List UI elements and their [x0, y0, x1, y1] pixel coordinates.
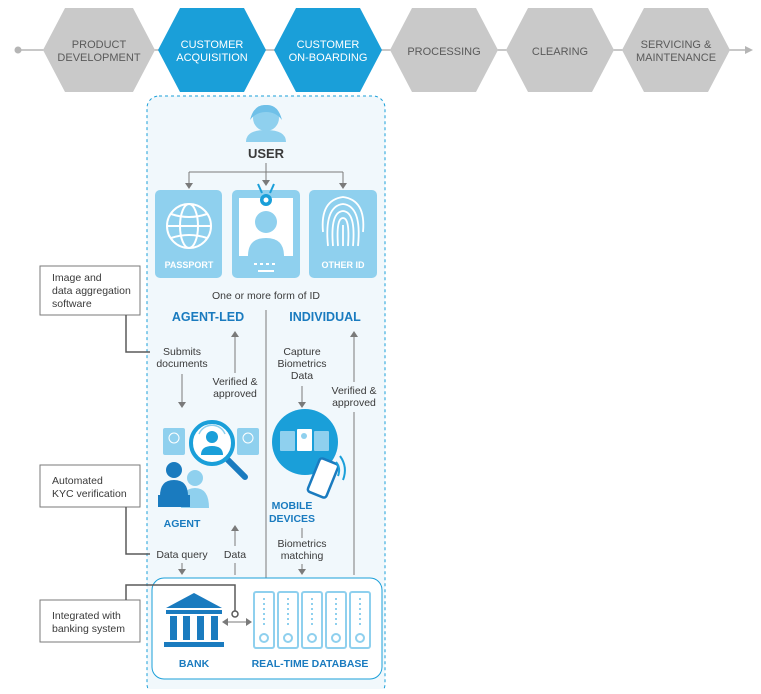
capture-label-2: Biometrics: [277, 358, 326, 370]
stage-label-line1: PRODUCT: [72, 39, 127, 51]
flow-arrow-head: [745, 46, 753, 54]
aggregation-line-2: data aggregation: [52, 285, 131, 297]
signal-waves-icon: [335, 455, 346, 481]
stage-label-line2: ON-BOARDING: [289, 52, 368, 64]
mobile-label-1: MOBILE: [272, 500, 313, 512]
side-box-kyc: Automated KYC verification: [39, 464, 141, 508]
stage-label-line2: MAINTENANCE: [636, 52, 716, 64]
stage-hexagon: [43, 8, 155, 92]
biometrics-label-1: Biometrics: [277, 538, 326, 550]
submits-arrowhead: [178, 402, 186, 408]
agent-verified-label-2: approved: [213, 388, 257, 400]
passport-card: PASSPORT: [155, 190, 222, 278]
banking-connector-dot: [231, 610, 239, 618]
flow-start-dot: [14, 46, 22, 54]
stage-label-line1: CLEARING: [532, 46, 588, 58]
aggregation-line-1: Image and: [52, 272, 102, 284]
agent-label: AGENT: [164, 518, 201, 530]
user-split-arrowheads: [185, 180, 347, 189]
stage-hexagon: [158, 8, 266, 92]
capture-label-3: Data: [291, 370, 313, 382]
passport-label: PASSPORT: [165, 260, 214, 270]
stage-processing: PROCESSING: [390, 8, 498, 92]
photo-id-card: [232, 183, 300, 278]
submits-label-2: documents: [156, 358, 207, 370]
data-query-arrowhead: [178, 569, 186, 575]
stage-label-line2: ACQUISITION: [176, 52, 248, 64]
magnifier-icon: [189, 420, 248, 480]
kyc-line-2: KYC verification: [52, 488, 127, 500]
globe-icon: [166, 203, 212, 249]
user-split-arrows: [188, 163, 344, 183]
database-servers-icon: [253, 591, 371, 649]
aggregation-line-3: software: [52, 298, 92, 310]
bank-icon: [164, 593, 224, 647]
phone-icon: [306, 457, 340, 499]
person-photo-icon: [248, 211, 284, 256]
stage-hexagon: [390, 8, 498, 92]
id-caption: One or more form of ID: [212, 290, 320, 302]
individual-verified-label-2: approved: [332, 397, 376, 409]
stage-label-line2: DEVELOPMENT: [57, 52, 140, 64]
individual-verified-label-1: Verified &: [332, 385, 377, 397]
stage-product-development: PRODUCT DEVELOPMENT: [43, 8, 155, 92]
agent-led-title: AGENT-LED: [172, 310, 244, 324]
agent-verified-label-1: Verified &: [213, 376, 258, 388]
kyc-connector: [125, 507, 150, 555]
mobile-label-2: DEVICES: [269, 513, 315, 525]
stage-clearing: CLEARING: [506, 8, 614, 92]
side-box-aggregation: Image and data aggregation software: [39, 265, 141, 316]
aggregation-connector: [125, 315, 150, 353]
biometrics-arrowhead: [298, 569, 306, 575]
document-scan-illustration: [163, 420, 259, 480]
banking-line-2: banking system: [52, 623, 125, 635]
database-label: REAL-TIME DATABASE: [252, 658, 369, 670]
mini-passport-icon: [163, 428, 185, 455]
stage-label-line1: CUSTOMER: [297, 39, 360, 51]
banking-line-1: Integrated with: [52, 610, 121, 622]
individual-title: INDIVIDUAL: [289, 310, 361, 324]
stage-label-line1: SERVICING &: [641, 39, 712, 51]
mini-id-icon: [237, 428, 259, 455]
agent-icon: [158, 462, 209, 508]
other-id-card: OTHER ID: [309, 190, 377, 278]
banking-connector: [125, 584, 236, 612]
individual-verified-arrowhead: [350, 331, 358, 337]
mobile-device-illustration: [272, 409, 346, 499]
stage-label-line1: CUSTOMER: [181, 39, 244, 51]
id-clip-icon: [257, 183, 275, 206]
kyc-line-1: Automated: [52, 475, 103, 487]
side-box-banking: Integrated with banking system: [39, 599, 141, 643]
stage-customer-onboarding: CUSTOMER ON-BOARDING: [274, 8, 382, 92]
data-query-label: Data query: [156, 549, 208, 561]
bank-label: BANK: [179, 658, 210, 670]
user-label: USER: [248, 146, 285, 161]
capture-arrowhead: [298, 402, 306, 408]
bank-database-link: [222, 618, 252, 626]
stage-servicing-maintenance: SERVICING & MAINTENANCE: [622, 8, 730, 92]
other-id-label: OTHER ID: [321, 260, 365, 270]
biometrics-label-2: matching: [281, 550, 324, 562]
fingerprint-icon: [321, 196, 365, 247]
agent-verified-arrowhead: [231, 331, 239, 337]
capture-label-1: Capture: [283, 346, 321, 358]
data-label: Data: [224, 549, 246, 561]
stage-hexagon: [506, 8, 614, 92]
stage-hexagon: [622, 8, 730, 92]
submits-label-1: Submits: [163, 346, 201, 358]
stage-label-line1: PROCESSING: [407, 46, 480, 58]
stage-flow: PRODUCT DEVELOPMENT CUSTOMER ACQUISITION…: [14, 8, 753, 92]
data-return-arrowhead: [231, 525, 239, 531]
stage-customer-acquisition: CUSTOMER ACQUISITION: [158, 8, 266, 92]
stage-hexagon: [274, 8, 382, 92]
user-icon: [246, 104, 286, 142]
